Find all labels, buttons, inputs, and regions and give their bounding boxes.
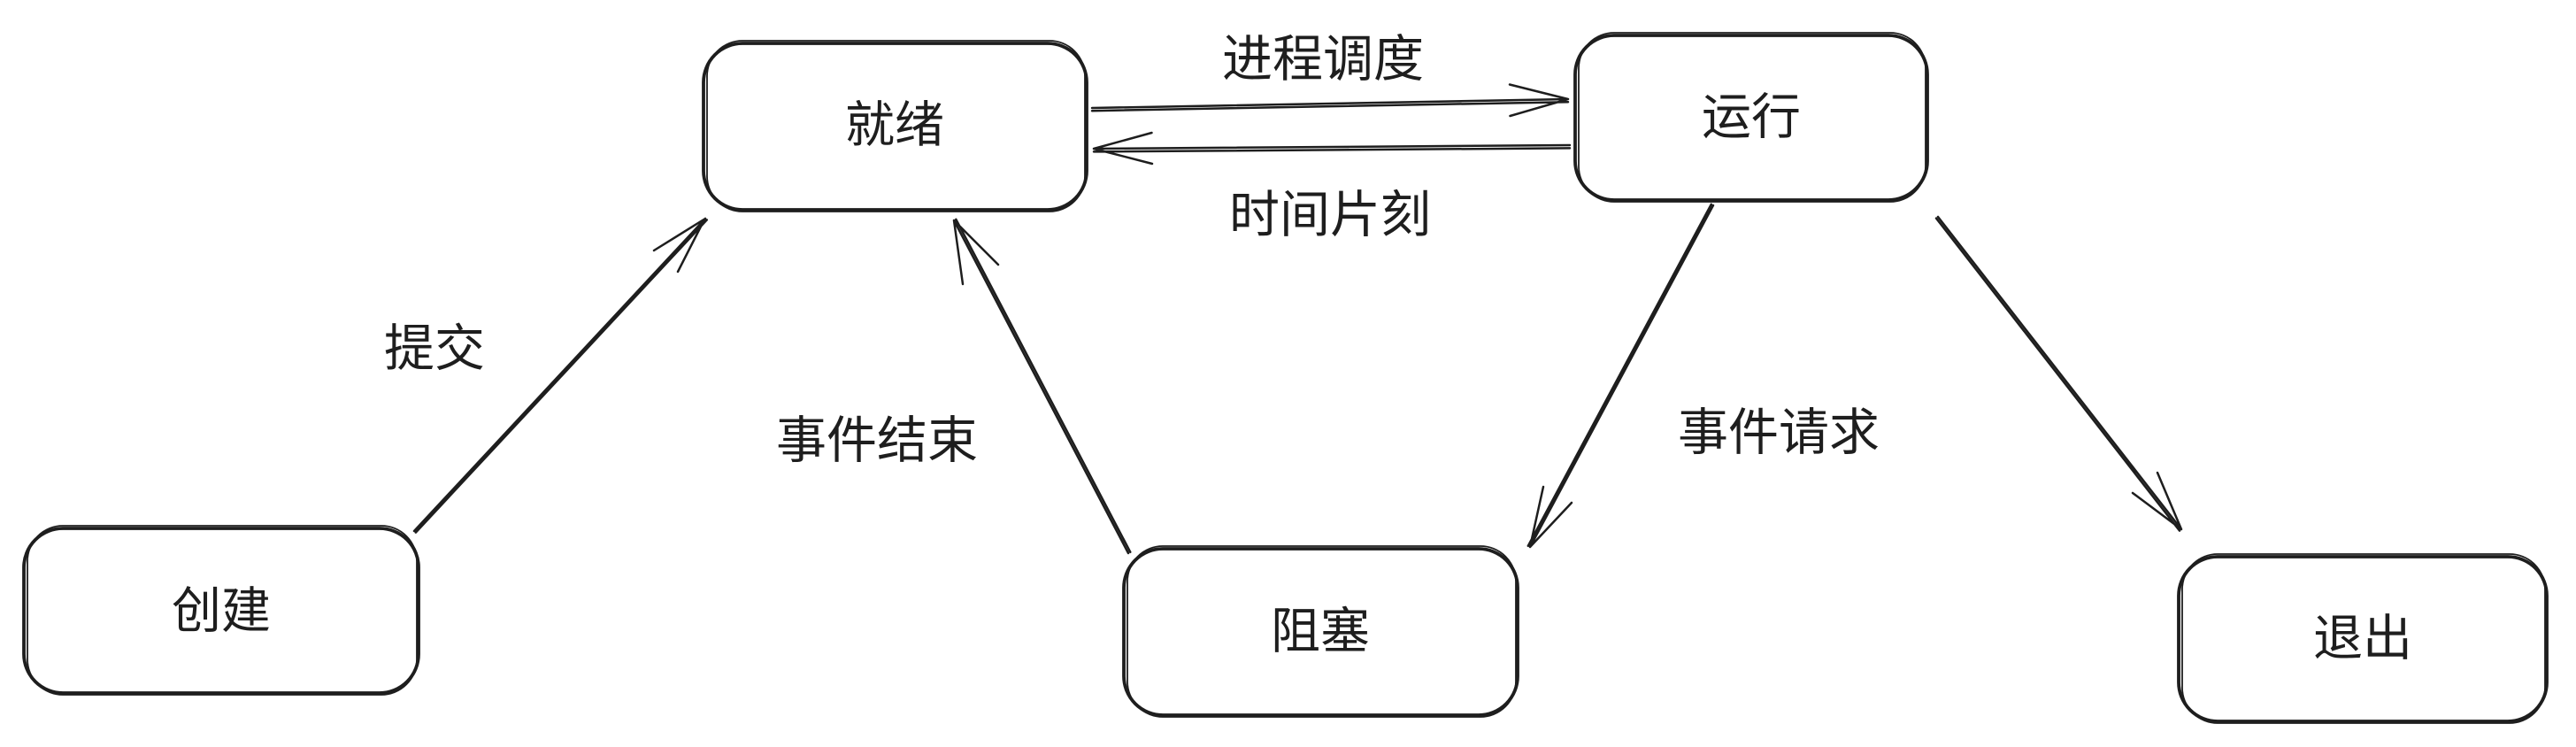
edge-schedule-arrow[interactable] [1090,83,1570,118]
edge-event-end-label: 事件结束 [776,412,978,469]
edge-timeslice-arrow[interactable] [1092,131,1572,166]
node-create[interactable]: 创建 [22,525,420,696]
node-blocked[interactable]: 阻塞 [1122,545,1519,718]
edge-event-request-arrow[interactable] [1526,203,1715,549]
node-create-label: 创建 [172,583,271,639]
edge-event-request-label: 事件请求 [1678,404,1880,461]
node-blocked-label: 阻塞 [1271,604,1370,659]
node-running-label: 运行 [1702,89,1801,145]
edge-event-end-arrow[interactable] [952,218,1132,555]
node-running[interactable]: 运行 [1573,32,1929,203]
node-exit[interactable]: 退出 [2177,553,2549,724]
node-exit-label: 退出 [2313,611,2412,666]
edge-submit-label: 提交 [384,320,485,377]
edge-schedule-label: 进程调度 [1222,31,1424,88]
node-ready[interactable]: 就绪 [702,40,1088,212]
node-ready-label: 就绪 [845,97,944,153]
edge-submit-arrow[interactable] [412,217,709,534]
edge-timeslice-label: 时间片刻 [1229,187,1431,243]
edge-terminate-arrow[interactable] [1934,215,2183,532]
